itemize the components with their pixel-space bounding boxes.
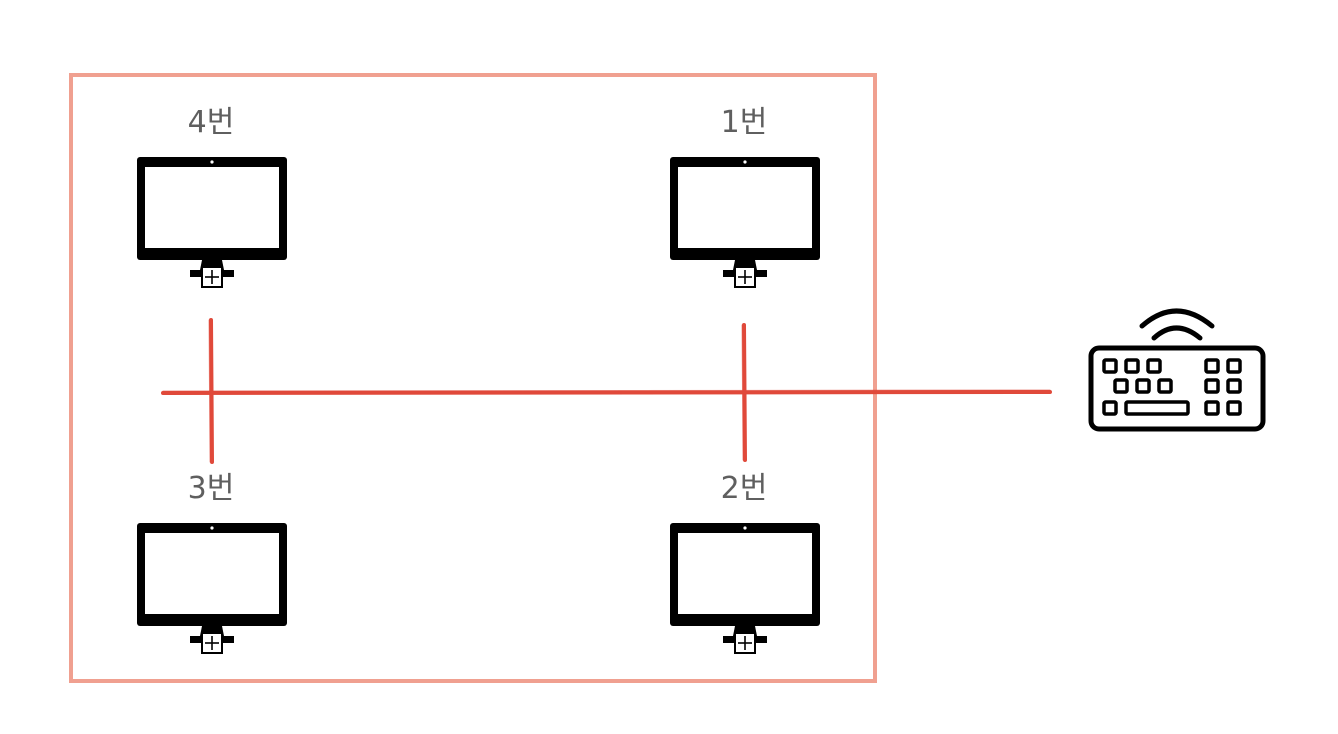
label-monitor-4: 4번 (187, 105, 235, 140)
branch-wire-left (209, 318, 214, 464)
branch-wire-left-texture (208, 319, 211, 463)
monitor-icon (670, 157, 820, 288)
branch-wire-right-texture (741, 324, 744, 461)
main-wire-texture (162, 389, 1051, 392)
monitor-icon (137, 157, 287, 288)
main-wire (161, 390, 1052, 395)
wireless-keyboard-icon (1088, 308, 1266, 432)
branch-wire-right (742, 323, 747, 462)
monitor-icon (670, 523, 820, 654)
label-monitor-1: 1번 (720, 105, 768, 140)
label-monitor-3: 3번 (187, 471, 235, 506)
room-frame (69, 73, 877, 683)
monitor-icon (137, 523, 287, 654)
label-monitor-2: 2번 (720, 471, 768, 506)
